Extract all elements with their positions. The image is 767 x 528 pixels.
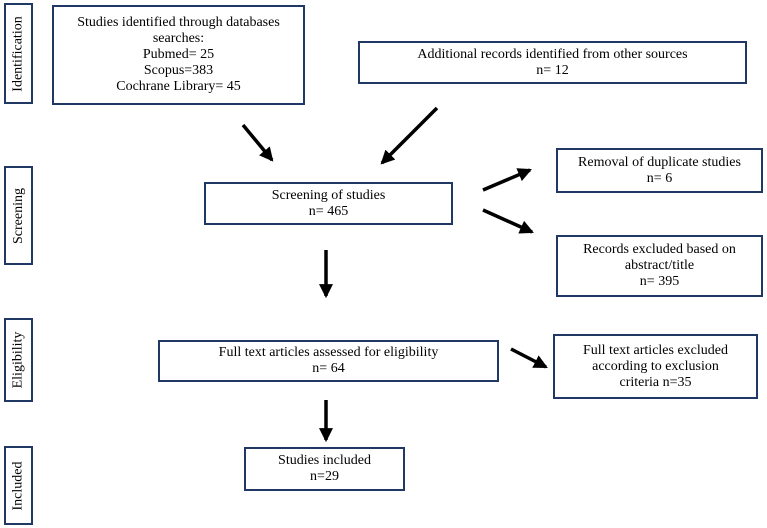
box-excluded-abstract-line-1: Records excluded based on [583, 242, 736, 257]
arrow-databases-to-screening [241, 123, 274, 162]
arrow-screening-to-excluded-abstract [482, 208, 534, 234]
box-full-text-line-1: Full text articles assessed for eligibil… [218, 345, 439, 360]
box-databases-line-1: Studies identified through databases [77, 15, 280, 30]
box-excluded-full-text-line-1: Full text articles excluded [582, 342, 728, 358]
box-duplicates: Removal of duplicate studies n= 6 [556, 148, 763, 193]
box-full-text-line-2: n= 64 [312, 361, 345, 376]
box-databases: Studies identified through databases sea… [52, 5, 305, 105]
box-databases-line-2: searches: [152, 31, 205, 46]
box-duplicates-line-1: Removal of duplicate studies [578, 154, 741, 170]
stage-screening: Screening [4, 166, 33, 265]
stage-eligibility: Eligibility [4, 318, 33, 402]
box-screening-line-2: n= 465 [308, 203, 349, 219]
box-databases-line-3: Pubmed= 25 [142, 47, 215, 62]
arrow-screening-to-duplicates [482, 168, 532, 192]
box-databases-line-4: Scopus=383 [143, 63, 214, 78]
box-excluded-abstract: Records excluded based on abstract/title… [556, 235, 763, 297]
arrow-other-to-screening [380, 106, 439, 165]
arrow-full-text-to-excluded [510, 347, 548, 369]
box-excluded-full-text: Full text articles excluded according to… [553, 334, 758, 399]
box-other-sources: Additional records identified from other… [358, 41, 747, 84]
box-excluded-abstract-line-3: n= 395 [639, 274, 680, 289]
stage-included: Included [4, 446, 33, 525]
box-excluded-full-text-line-3: criteria n=35 [619, 374, 692, 390]
box-databases-line-5: Cochrane Library= 45 [116, 79, 241, 94]
box-included-line-2: n=29 [310, 469, 339, 484]
box-other-sources-line-1: Additional records identified from other… [417, 46, 688, 62]
box-excluded-full-text-line-2: according to exclusion [592, 358, 719, 374]
box-screening-line-1: Screening of studies [271, 187, 386, 203]
box-screening: Screening of studies n= 465 [204, 182, 453, 225]
box-other-sources-line-2: n= 12 [536, 62, 569, 78]
box-full-text: Full text articles assessed for eligibil… [158, 340, 499, 382]
box-included-line-1: Studies included [278, 453, 371, 468]
box-excluded-abstract-line-2: abstract/title [624, 258, 695, 273]
box-duplicates-line-2: n= 6 [646, 170, 673, 186]
stage-identification: Identification [4, 3, 33, 104]
box-included: Studies included n=29 [244, 447, 405, 491]
